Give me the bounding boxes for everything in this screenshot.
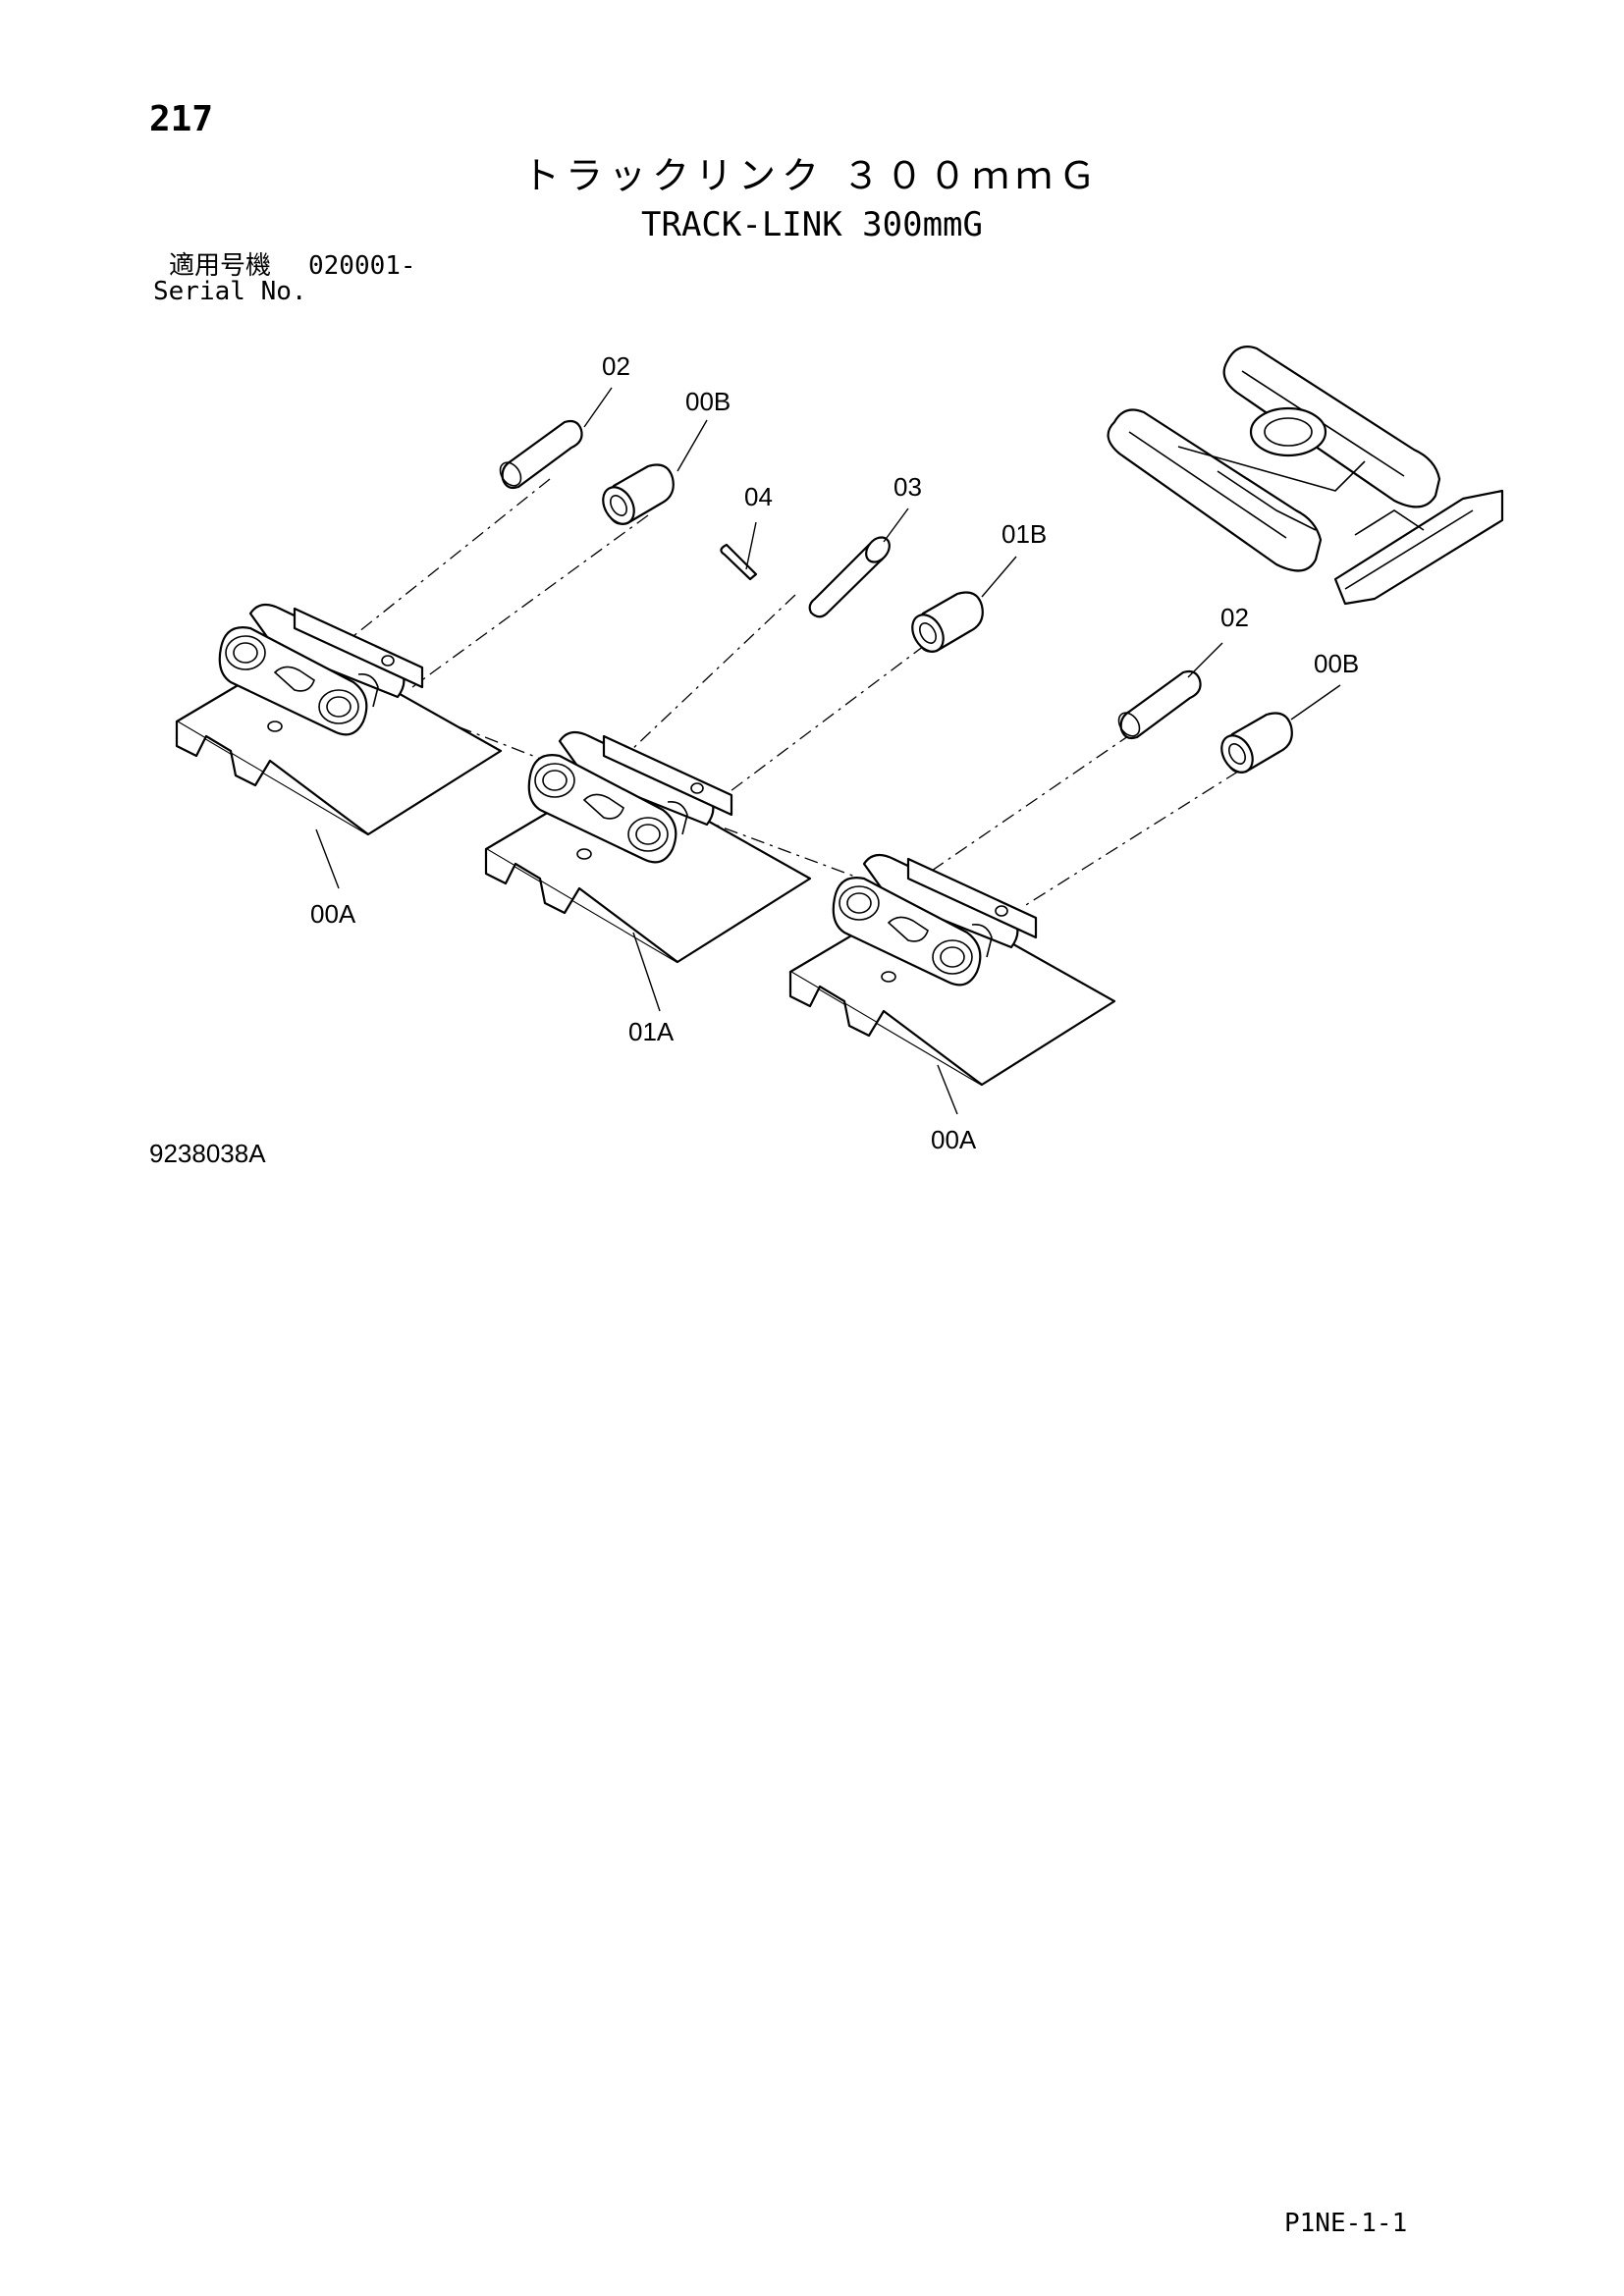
pin-part — [495, 419, 583, 491]
pin-part — [1113, 669, 1202, 741]
page-code: P1NE-1-1 — [1284, 2209, 1408, 2238]
callout-00a: 00A — [931, 1125, 977, 1154]
callout-04: 04 — [744, 482, 773, 511]
title-english: TRACK-LINK 300mmG — [641, 205, 983, 244]
serial-label-japanese: 適用号機 — [169, 251, 272, 281]
serial-number-value: 020001- — [308, 251, 416, 281]
cotter-pin-part — [720, 543, 758, 581]
callout-00b: 00B — [1314, 649, 1359, 678]
title-japanese: トラックリンク ３００ｍｍＧ — [521, 154, 1103, 197]
callout-02: 02 — [602, 351, 630, 381]
track-shoe-link-assembly — [788, 853, 1116, 1087]
bushing-part — [1214, 712, 1293, 779]
callout-00b: 00B — [685, 387, 731, 416]
callout-01b: 01B — [1001, 519, 1047, 549]
bushing-part — [595, 463, 675, 531]
track-shoe-link-assembly — [484, 730, 812, 964]
callout-00a: 00A — [310, 899, 356, 929]
callout-02: 02 — [1220, 603, 1249, 632]
master-pin-part — [808, 536, 891, 618]
serial-label-english: Serial No. — [153, 277, 307, 306]
callout-01a: 01A — [628, 1017, 675, 1046]
page-number: 217 — [149, 99, 214, 139]
track-shoe-link-assembly — [175, 603, 503, 836]
callout-03: 03 — [893, 472, 922, 502]
drawing-number: 9238038A — [149, 1139, 266, 1168]
excavator-undercarriage-thumbnail — [1107, 346, 1504, 606]
bushing-part — [904, 591, 984, 659]
